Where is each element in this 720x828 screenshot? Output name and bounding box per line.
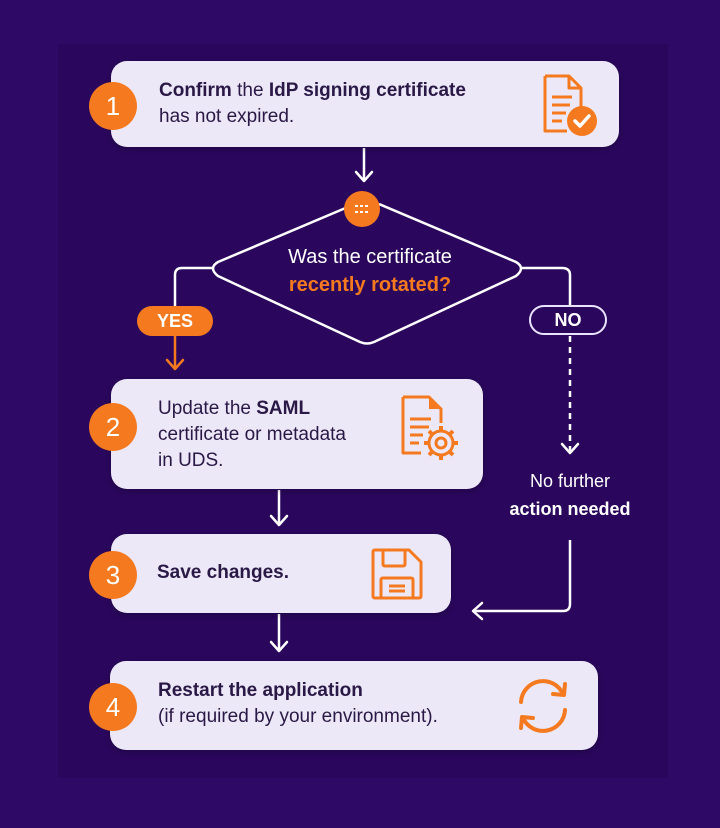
yes-label: YES [137, 306, 213, 336]
arrowhead-merge [471, 601, 484, 621]
no-outcome-line2: action needed [509, 499, 631, 519]
step-1-bold-object: IdP signing certificate [268, 80, 466, 101]
connector-yes [173, 266, 214, 306]
step-3-badge: 3 [89, 551, 137, 599]
no-outcome: No further action needed [490, 467, 650, 523]
document-check-icon [543, 74, 597, 136]
refresh-icon [519, 679, 567, 733]
floppy-disk-icon [371, 548, 423, 600]
arrowhead-step1-decision [354, 170, 374, 183]
step-2-plain: Update the [158, 398, 257, 419]
no-label: NO [529, 305, 607, 335]
decision-question: Was the certificate recently rotated? [220, 243, 520, 299]
step-4-card: Restart the application (if required by … [110, 661, 598, 750]
step-1-badge: 1 [89, 82, 137, 130]
step-1-card: Confirm the IdP signing certificate has … [111, 61, 619, 147]
arrowhead-no [560, 442, 580, 455]
step-4-line2: (if required by your environment). [158, 706, 438, 727]
connector-no-merge [474, 540, 572, 613]
step-3-card: Save changes. [111, 534, 451, 613]
step-2-text: Update the SAML certificate or metadata … [158, 396, 346, 474]
arrowhead-step3-step4 [269, 640, 289, 653]
decision-line2: recently rotated? [288, 274, 452, 296]
step-1-plain: the [231, 80, 269, 101]
step-3-text: Save changes. [157, 560, 289, 586]
step-1-line2: has not expired. [159, 106, 295, 127]
arrowhead-yes [165, 358, 185, 371]
list-icon [344, 191, 380, 227]
step-4-text: Restart the application (if required by … [158, 678, 438, 730]
step-3-bold: Save changes. [157, 562, 290, 583]
step-2-badge: 2 [89, 403, 137, 451]
step-4-bold: Restart the application [158, 680, 363, 701]
decision-line1: Was the certificate [288, 246, 452, 268]
no-outcome-line1: No further [529, 471, 611, 491]
arrowhead-step2-step3 [269, 514, 289, 527]
step-2-card: Update the SAML certificate or metadata … [111, 379, 483, 489]
step-4-badge: 4 [89, 683, 137, 731]
step-1-bold-verb: Confirm [159, 80, 232, 101]
step-2-line2: certificate or metadata [158, 424, 346, 445]
step-1-text: Confirm the IdP signing certificate has … [159, 78, 466, 130]
connector-no [520, 266, 572, 305]
step-2-line3: in UDS. [158, 450, 224, 471]
step-2-bold: SAML [256, 398, 311, 419]
document-gear-icon [401, 395, 458, 460]
